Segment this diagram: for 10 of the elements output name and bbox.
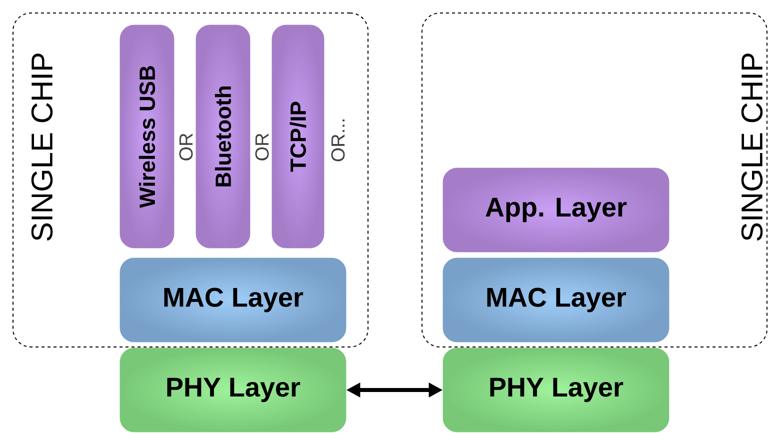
or-label: OR	[255, 134, 269, 160]
layer-box: App. Layer	[442, 168, 670, 252]
layer-box: PHY Layer	[442, 348, 670, 432]
layer-box: PHY Layer	[120, 348, 346, 432]
or-label: OR	[179, 134, 193, 160]
layer-box: MAC Layer	[442, 258, 670, 342]
protocol-column: Bluetooth	[196, 24, 250, 248]
protocol-column: TCP/IP	[272, 24, 324, 248]
layer-box: MAC Layer	[120, 258, 346, 342]
protocol-column: Wireless USB	[120, 24, 174, 248]
